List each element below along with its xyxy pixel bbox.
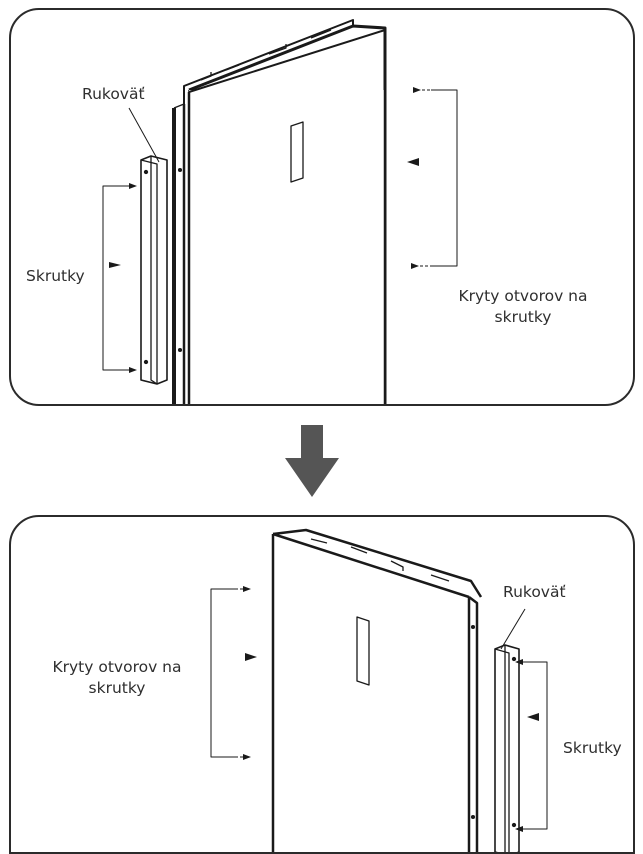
covers-bracket bbox=[415, 89, 458, 267]
door-front bbox=[271, 532, 471, 852]
bottom-panel: Rukoväť Skrutky Kryty otvorov na skrutky bbox=[9, 515, 635, 854]
door-side-edge bbox=[468, 596, 479, 852]
covers-label-line2: skrutky bbox=[88, 679, 146, 697]
handle-label: Rukoväť bbox=[503, 583, 566, 601]
door-display bbox=[356, 616, 370, 686]
screw-cover-icon bbox=[407, 87, 421, 269]
handle-label: Rukoväť bbox=[82, 85, 145, 103]
screws-label: Skrutky bbox=[26, 267, 85, 285]
covers-bracket bbox=[210, 588, 243, 758]
screws-bracket bbox=[102, 185, 131, 371]
covers-label-line1: Kryty otvorov na bbox=[458, 287, 588, 305]
covers-label-line1: Kryty otvorov na bbox=[52, 658, 182, 676]
handle-leader-line bbox=[128, 107, 160, 163]
door-front bbox=[189, 90, 385, 404]
screw-cover-icon bbox=[243, 586, 257, 760]
screw-icon bbox=[515, 659, 539, 832]
door-top-profile bbox=[272, 528, 483, 598]
bottom-diagram bbox=[210, 528, 548, 852]
door-display bbox=[290, 121, 304, 183]
top-diagram bbox=[102, 19, 458, 404]
screws-label: Skrutky bbox=[563, 739, 622, 757]
top-panel: Rukoväť Skrutky Kryty otvorov na skrutky bbox=[9, 8, 635, 406]
screws-bracket bbox=[517, 661, 548, 830]
screw-icon bbox=[109, 183, 137, 373]
handle-leader-line bbox=[500, 608, 526, 650]
covers-label-line2: skrutky bbox=[494, 308, 552, 326]
door-side-edge bbox=[172, 103, 186, 404]
handle-bar bbox=[140, 155, 168, 385]
handle-bar bbox=[494, 644, 520, 852]
